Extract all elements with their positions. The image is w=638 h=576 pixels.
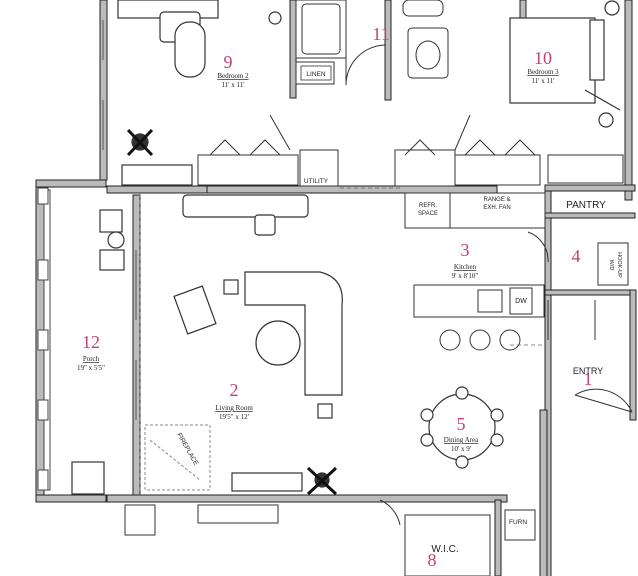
entry-label: ENTRY [573,366,603,376]
kitchen-fixtures [404,192,546,351]
hall-doors [269,44,471,151]
room-number-2: 2 [230,380,239,400]
porch-furniture [71,209,125,495]
refr-label: REFR. [419,203,437,209]
living-furniture [173,194,343,496]
bottom-rooms [124,499,536,576]
fireplace [144,424,211,491]
exh-fan-label: EXH. FAN [483,205,510,211]
room-number-12: 12 [82,332,100,352]
linen-label: LINEN [306,71,325,78]
room-size-porch: 19" x 5'5" [77,364,105,372]
windows [102,20,137,420]
walls [35,0,637,576]
room-name-living: Living Room [215,404,253,412]
room-name-porch: Porch [83,355,100,363]
room-size-kitchen: 9' x 8'10" [452,272,479,280]
openings [139,187,545,495]
pantry-label: PANTRY [566,200,606,211]
room-name-bedroom2: Bedroom 2 [217,72,249,80]
range-label: RANGE & [483,197,510,203]
space-label: SPACE [418,211,438,217]
room-name-bedroom3: Bedroom 3 [527,68,559,76]
room-size-bedroom3: 11' x 11' [531,77,554,85]
hookup-label: HOOK-UP [616,252,622,278]
room-number-11: 11 [372,24,389,44]
room-number-10: 10 [534,48,552,68]
room-size-bedroom2: 11' x 11' [221,81,244,89]
closet-doors [197,139,624,187]
fireplace-label: FIREPLACE [175,432,199,467]
porch-windows [37,187,51,491]
room-size-living: 19'5" x 12' [219,413,249,421]
pantry-fixtures [527,231,629,340]
furn-label: FURN [509,519,527,526]
room-number-3: 3 [461,240,470,260]
room-number-9: 9 [224,52,233,72]
entry-door [574,388,633,413]
dining-set [420,386,504,469]
utility-label: UTILITY [304,178,329,185]
room-number-5: 5 [457,414,466,434]
room-size-dining: 10' x 9' [451,445,471,453]
room-name-kitchen: Kitchen [454,263,477,271]
bedroom3-furniture [509,0,621,128]
room-name-dining: Dining Area [444,436,479,444]
room-number-1: 1 [584,369,593,389]
wd-label: W/D [608,260,614,271]
room-number-4: 4 [572,246,581,266]
dw-label: DW [515,298,527,305]
bedroom2-furniture [117,0,282,186]
room-number-8: 8 [428,550,437,570]
wic-label: W.I.C. [431,544,458,555]
